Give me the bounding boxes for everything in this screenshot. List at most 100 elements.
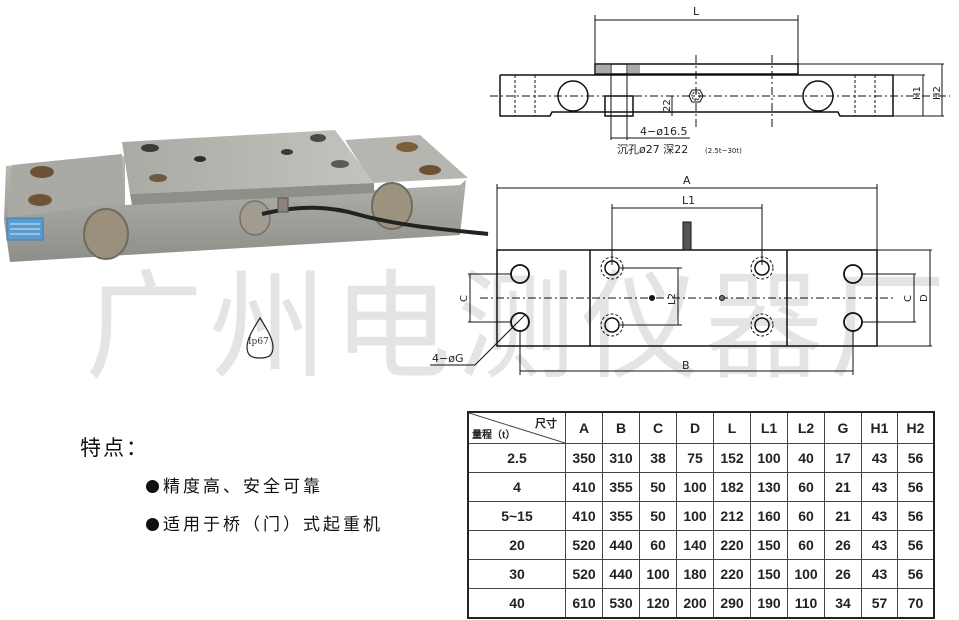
value-cell: 182 [713,472,751,502]
value-cell: 200 [676,588,714,619]
value-cell: 26 [824,559,862,589]
dim-C-left-label: C [459,295,470,302]
value-cell: 520 [565,530,603,560]
column-header: G [824,411,862,444]
value-cell: 160 [750,501,788,531]
dim-L2-label: L2 [667,293,678,305]
value-cell: 38 [639,443,677,473]
value-cell: 43 [861,559,898,589]
value-cell: 610 [565,588,603,619]
value-cell: 520 [565,559,603,589]
spec-table: 尺寸 量程（t） A B C D L L1 L2 G H1 H2 2.5 350… [467,411,935,619]
table-row: 30 520 440 100 180 220 150 100 26 43 56 [467,559,935,589]
value-cell: 130 [750,472,788,502]
value-cell: 290 [713,588,751,619]
droplet-icon [246,316,274,359]
column-header: D [676,411,714,444]
value-cell: 34 [824,588,862,619]
value-cell: 56 [897,501,935,531]
value-cell: 60 [639,530,677,560]
value-cell: 56 [897,472,935,502]
bullet-icon [146,480,159,493]
value-cell: 180 [676,559,714,589]
value-cell: 56 [897,530,935,560]
value-cell: 43 [861,501,898,531]
column-header: H1 [861,411,898,444]
value-cell: 100 [676,501,714,531]
value-cell: 21 [824,472,862,502]
feature-text: 精度高、安全可靠 [163,477,323,497]
dim-H2-label: H2 [932,86,943,100]
features-section: 特点： 精度高、安全可靠 适用于桥（门）式起重机 [80,432,380,535]
value-cell: 26 [824,530,862,560]
dim-A-label: A [683,174,691,187]
side-view-drawing: L H1 H2 22 4−ø16.5 沉孔ø27 深22 (2.5t~30t) [490,5,950,156]
value-cell: 56 [897,443,935,473]
ip67-badge: Ip67 [240,316,280,360]
value-cell: 57 [861,588,898,619]
column-header: B [602,411,640,444]
value-cell: 43 [861,530,898,560]
dim-L-label: L [693,5,700,18]
value-cell: 150 [750,559,788,589]
value-cell: 75 [676,443,714,473]
ip-rating-label: Ip67 [248,337,269,347]
value-cell: 100 [639,559,677,589]
column-header: A [565,411,603,444]
top-view-drawing: A L1 L2 B C C D 4−øG [430,174,932,375]
value-cell: 355 [602,472,640,502]
hole-note-1: 4−ø16.5 [640,125,687,138]
column-header: L [713,411,751,444]
range-cell: 30 [467,559,566,589]
hole-G-note: 4−øG [432,352,463,365]
value-cell: 140 [676,530,714,560]
table-row: 2.5 350 310 38 75 152 100 40 17 43 56 [467,443,935,473]
dim-H1-label: H1 [912,86,923,100]
feature-text: 适用于桥（门）式起重机 [163,515,383,535]
value-cell: 310 [602,443,640,473]
column-header: H2 [897,411,935,444]
value-cell: 43 [861,472,898,502]
value-cell: 440 [602,530,640,560]
value-cell: 17 [824,443,862,473]
range-cell: 5~15 [467,501,566,531]
value-cell: 530 [602,588,640,619]
dim-C-right-label: C [903,295,914,302]
table-row: 4 410 355 50 100 182 130 60 21 43 56 [467,472,935,502]
table-header-row: 尺寸 量程（t） A B C D L L1 L2 G H1 H2 [467,411,935,444]
table-row: 40 610 530 120 200 290 190 110 34 57 70 [467,588,935,619]
column-header: L1 [750,411,788,444]
value-cell: 152 [713,443,751,473]
value-cell: 110 [787,588,825,619]
value-cell: 60 [787,530,825,560]
value-cell: 43 [861,443,898,473]
hole-note-3: (2.5t~30t) [705,147,742,155]
value-cell: 40 [787,443,825,473]
value-cell: 440 [602,559,640,589]
table-row: 5~15 410 355 50 100 212 160 60 21 43 56 [467,501,935,531]
range-cell: 4 [467,472,566,502]
dim-B-label: B [682,359,690,372]
value-cell: 56 [897,559,935,589]
value-cell: 21 [824,501,862,531]
value-cell: 60 [787,472,825,502]
features-title: 特点： [80,436,149,460]
feature-item: 精度高、安全可靠 [146,472,323,497]
value-cell: 50 [639,472,677,502]
range-cell: 20 [467,530,566,560]
value-cell: 50 [639,501,677,531]
value-cell: 350 [565,443,603,473]
dim-22-label: 22 [662,99,673,112]
value-cell: 70 [897,588,935,619]
dim-D-label: D [919,294,930,302]
column-header: L2 [787,411,825,444]
value-cell: 410 [565,501,603,531]
value-cell: 220 [713,530,751,560]
value-cell: 212 [713,501,751,531]
value-cell: 355 [602,501,640,531]
value-cell: 120 [639,588,677,619]
column-header: C [639,411,677,444]
bullet-icon [146,518,159,531]
table-corner-cell: 尺寸 量程（t） [467,411,566,444]
hole-note-2: 沉孔ø27 深22 [617,143,688,156]
